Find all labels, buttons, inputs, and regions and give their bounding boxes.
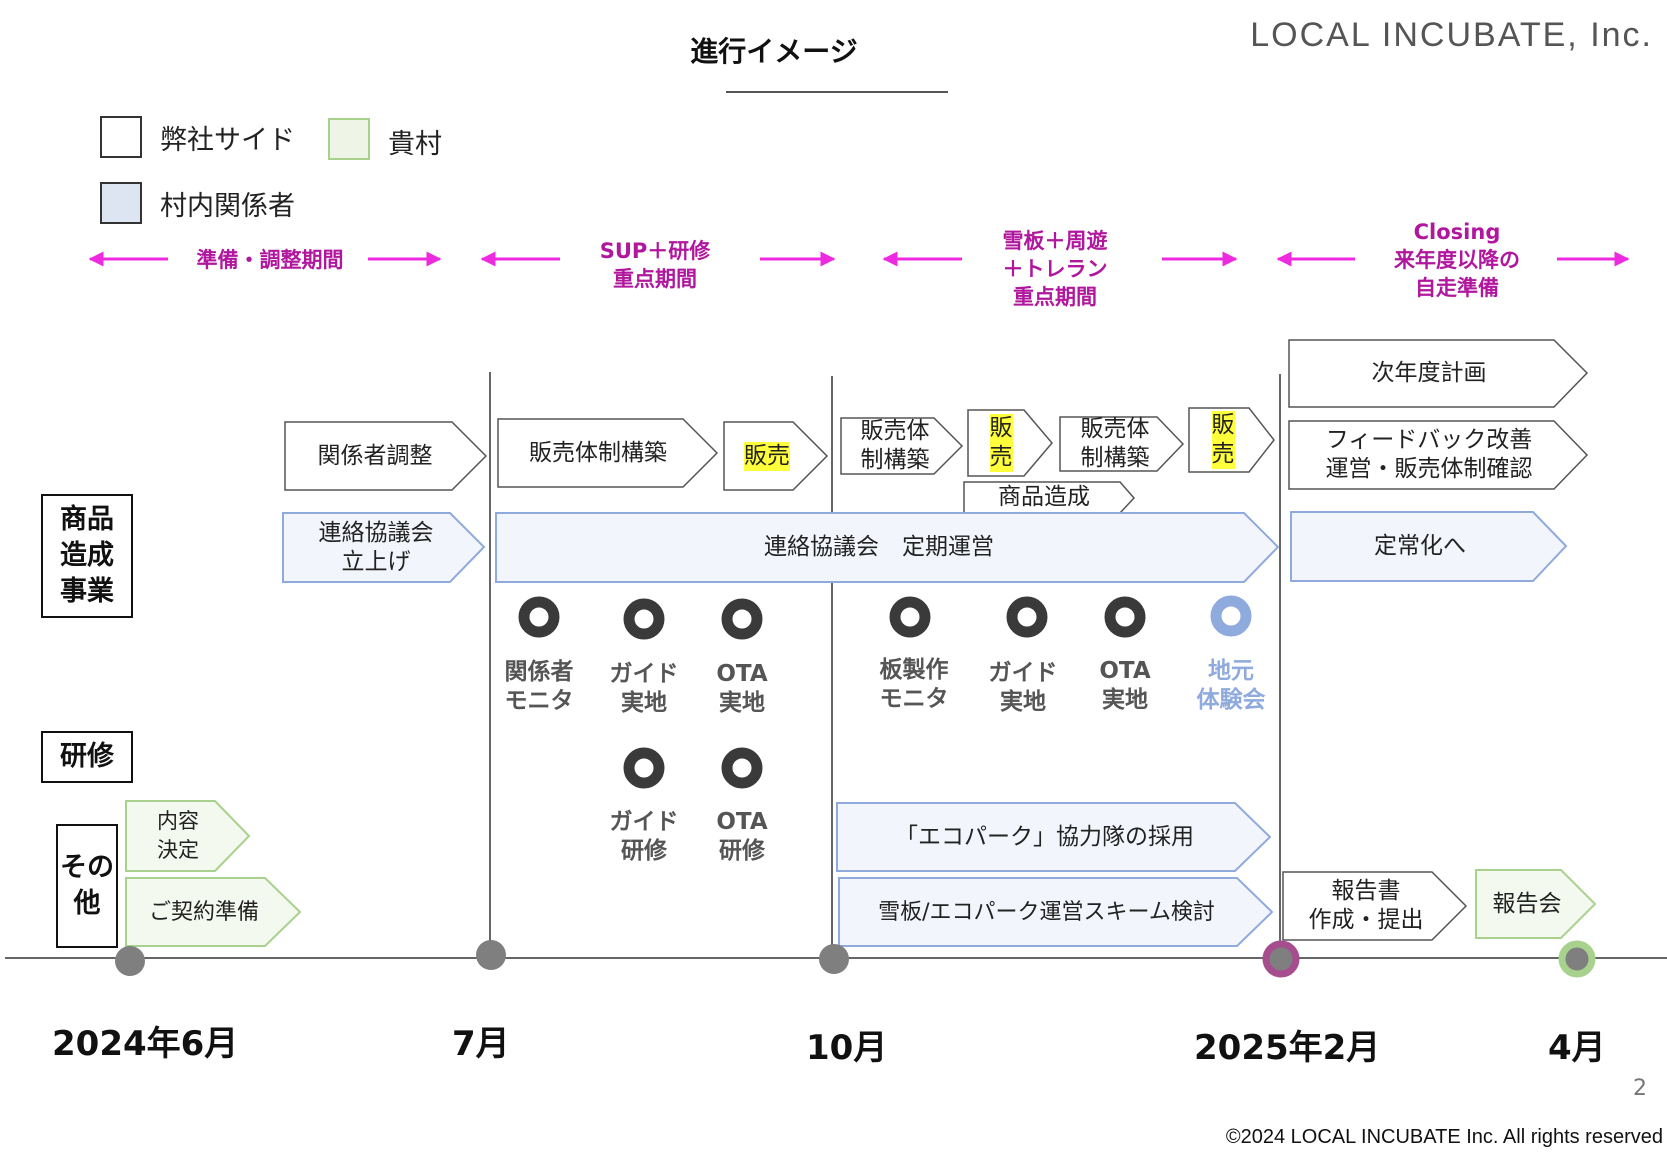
milestone-marker-guide-field-2: [1006, 596, 1048, 638]
phase-label-snowboard: 雪板＋周遊 ＋トレラン 重点期間: [1002, 229, 1108, 309]
milestone-marker-board-monitor: [889, 596, 931, 638]
date-marker-jun: [115, 946, 145, 976]
shape-council-regular: [495, 512, 1280, 583]
shape-report-make: [1282, 871, 1468, 941]
date-marker-oct: [819, 944, 849, 974]
date-marker-apr: [1558, 940, 1596, 978]
shape-sales-setup-3: [1059, 416, 1185, 472]
page-title: 進行イメージ: [690, 35, 858, 68]
shape-product-build: [963, 481, 1136, 514]
title-underline: [726, 91, 948, 93]
milestone-ota-field-2: OTA 実地: [1099, 658, 1151, 713]
legend-label-company: 弊社サイド: [160, 125, 295, 156]
timeline-label-feb: 2025年2月: [1194, 1028, 1381, 1068]
shape-sales-setup-2: [840, 417, 964, 475]
timeline-label-jul: 7月: [452, 1024, 510, 1064]
row-label-other: その 他: [56, 824, 118, 948]
legend-swatch-company: [100, 116, 142, 158]
task-shapes: [125, 339, 1597, 947]
legend-swatch-local: [100, 182, 142, 224]
legend-swatch-village: [328, 118, 370, 160]
milestone-marker-ota-training: [721, 747, 763, 789]
row-label-product: 商品 造成 事業: [41, 494, 133, 618]
date-marker-feb: [1262, 940, 1300, 978]
milestone-marker-ota-field-1: [721, 598, 763, 640]
milestone-marker-ota-field-2: [1104, 596, 1146, 638]
company-logo: LOCAL INCUBATE, Inc.: [1250, 16, 1653, 54]
timeline-label-oct: 10月: [806, 1028, 888, 1068]
page-number: 2: [1633, 1076, 1647, 1101]
milestone-local-experience: 地元 体験会: [1196, 658, 1266, 713]
shape-report-meeting: [1475, 869, 1597, 939]
row-label-training: 研修: [41, 731, 133, 783]
milestone-marker-local-experience: [1210, 595, 1252, 637]
shape-next-year-plan: [1288, 339, 1589, 408]
shape-sales-3: [1188, 407, 1275, 473]
shape-stakeholder-adjust: [284, 421, 488, 491]
shape-scheme-review: [838, 877, 1274, 947]
shape-ecopark-hire: [836, 802, 1272, 872]
shape-sales-setup-1: [497, 418, 719, 488]
milestone-ota-training: OTA 研修: [716, 809, 768, 864]
milestone-ota-field-1: OTA 実地: [716, 661, 768, 716]
shape-contract-prep: [125, 877, 302, 947]
shape-council-launch: [282, 512, 486, 583]
milestone-marker-stakeholder-monitor: [518, 596, 560, 638]
shape-sales-1: [723, 421, 829, 491]
milestone-stakeholder-monitor: 関係者 モニタ: [504, 659, 574, 714]
phase-label-prep: 準備・調整期間: [196, 248, 344, 272]
milestone-marker-guide-field-1: [623, 598, 665, 640]
phase-label-closing: Closing 来年度以降の 自走準備: [1394, 220, 1520, 300]
timeline-label-apr: 4月: [1548, 1028, 1606, 1068]
milestone-markers: [518, 595, 1252, 789]
legend-label-village: 貴村: [388, 129, 442, 160]
legend-label-local: 村内関係者: [160, 191, 295, 222]
milestone-guide-training: ガイド 研修: [609, 809, 679, 864]
period-dividers: [489, 372, 1281, 955]
milestone-board-monitor: 板製作 モニタ: [879, 657, 949, 712]
shape-content-decide: [125, 800, 251, 872]
milestone-guide-field-2: ガイド 実地: [988, 660, 1058, 715]
shape-sales-2: [967, 409, 1053, 477]
phase-label-sup: SUP＋研修 重点期間: [599, 239, 711, 291]
milestone-marker-guide-training: [623, 747, 665, 789]
shape-regularize: [1290, 511, 1568, 582]
date-marker-jul: [476, 940, 506, 970]
shape-feedback: [1288, 420, 1589, 490]
timeline-markers: [115, 940, 1596, 978]
milestone-guide-field-1: ガイド 実地: [609, 661, 679, 716]
copyright: ©2024 LOCAL INCUBATE Inc. All rights res…: [1225, 1126, 1663, 1148]
timeline-label-jun: 2024年6月: [52, 1024, 239, 1064]
